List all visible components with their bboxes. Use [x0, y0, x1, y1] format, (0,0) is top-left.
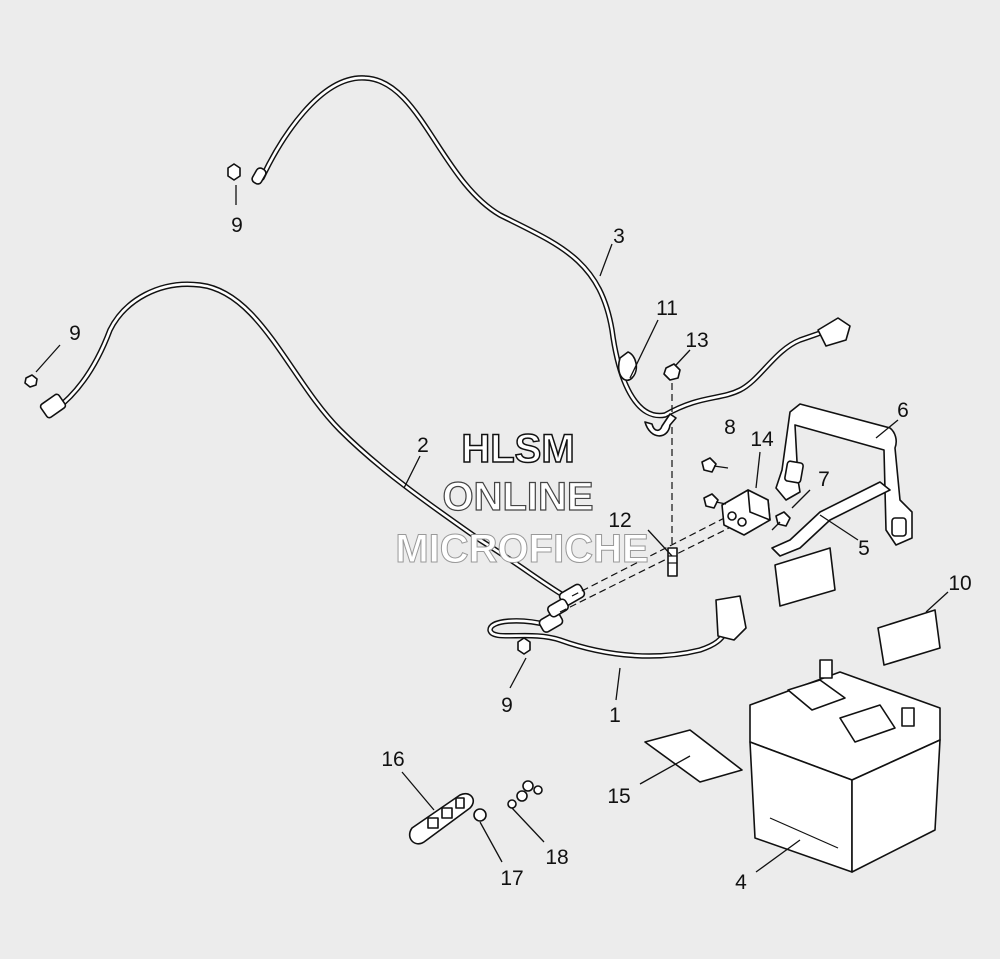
callout-3: 3 [613, 225, 625, 248]
leader-lines [35, 185, 949, 873]
callout-16: 16 [381, 748, 404, 771]
cable-3 [251, 75, 851, 419]
callout-10: 10 [948, 572, 971, 595]
callouts: 9 9 9 1 2 3 4 5 6 7 8 10 11 12 13 14 15 … [69, 214, 972, 894]
pad-10 [877, 609, 941, 666]
clip-11 [617, 351, 638, 382]
callout-18: 18 [545, 846, 568, 869]
hardware-17-18 [473, 780, 543, 822]
cable-3-battery-clamp [817, 317, 851, 347]
callout-14: 14 [750, 428, 774, 451]
cable-1-battery-boot [715, 595, 747, 641]
cable-1-terminal-a [538, 611, 564, 633]
cable-3-ring-terminal [251, 167, 267, 185]
cable-1-terminal-b [547, 598, 569, 618]
callout-15: 15 [607, 785, 630, 808]
screw-8-lower [703, 493, 727, 509]
callout-8: 8 [724, 416, 736, 439]
bolt-7 [771, 511, 791, 531]
nut-9-top [227, 163, 241, 181]
watermark: HLSM ONLINE MICROFICHE [395, 426, 649, 571]
pad-5 [774, 547, 836, 607]
bracket-5 [771, 481, 891, 557]
callout-6: 6 [897, 399, 909, 422]
assembly-lines [559, 372, 741, 613]
watermark-line-2: ONLINE [442, 475, 593, 519]
callout-9-bottom: 9 [501, 694, 513, 717]
watermark-line-3: MICROFICHE [395, 527, 648, 571]
callout-2: 2 [417, 434, 429, 457]
screw-8-upper [701, 457, 729, 473]
callout-5: 5 [858, 537, 870, 560]
cable-2-left-terminal [39, 393, 67, 419]
relay-14 [721, 489, 771, 536]
callout-1: 1 [609, 704, 621, 727]
callout-9-left: 9 [69, 322, 81, 345]
fuse-block-16 [408, 792, 475, 845]
callout-9-top: 9 [231, 214, 243, 237]
callout-7: 7 [818, 468, 830, 491]
watermark-line-1: HLSM [461, 427, 574, 471]
callout-11: 11 [656, 297, 678, 320]
strap-6 [775, 403, 913, 546]
nut-9-left [24, 374, 38, 388]
callout-17: 17 [500, 867, 523, 890]
cable-1 [487, 595, 747, 659]
battery-4 [749, 659, 941, 873]
callout-13: 13 [685, 329, 708, 352]
callout-4: 4 [735, 871, 747, 894]
callout-12: 12 [608, 509, 631, 532]
stud-12 [667, 547, 678, 577]
nut-13 [663, 363, 681, 381]
mat-15 [644, 729, 743, 783]
nut-9-bottom [517, 637, 531, 655]
cable-bracket [644, 413, 677, 437]
